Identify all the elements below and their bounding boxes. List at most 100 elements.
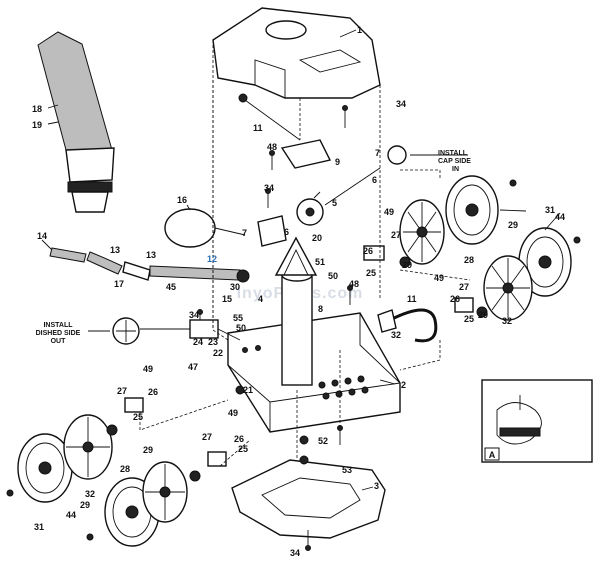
venturi-cone-part[interactable] [274, 236, 318, 276]
part-label: 6 [372, 175, 377, 185]
part-label: 18 [32, 104, 42, 114]
filter-bag-part[interactable] [37, 31, 115, 213]
part-label: 5 [332, 198, 337, 208]
part-label: 27 [117, 386, 127, 396]
part-label: 7 [375, 148, 380, 158]
part-label: 34 [290, 548, 300, 558]
part-label: 6 [284, 227, 289, 237]
part-label: 49 [434, 273, 444, 283]
part-label: 31 [545, 205, 555, 215]
bottom-skirt-part[interactable] [231, 459, 386, 539]
part-label: 24 [193, 337, 203, 347]
part-label: 11 [407, 294, 417, 304]
top-cover-part[interactable] [212, 7, 381, 99]
part-label: 29 [80, 500, 90, 510]
wheel-upper-right-1[interactable] [445, 175, 499, 245]
part-label: 26 [363, 246, 373, 256]
part-label: 27 [391, 230, 401, 240]
part-label: 11 [253, 123, 263, 133]
part-label: 52 [318, 436, 328, 446]
part-label: 48 [267, 142, 277, 152]
part-label: 3 [374, 481, 379, 491]
part-label: 25 [238, 444, 248, 454]
part-label: 31 [34, 522, 44, 532]
part-label: 27 [202, 432, 212, 442]
svg-text:IN: IN [452, 166, 459, 173]
part-label: 23 [208, 337, 218, 347]
part-label: 34 [396, 99, 406, 109]
part-label: 49 [384, 207, 394, 217]
part-label: 32 [85, 489, 95, 499]
part-label: 4 [258, 294, 263, 304]
part-label: 55 [233, 313, 243, 323]
part-label: 49 [143, 364, 153, 374]
part-label: 17 [114, 279, 124, 289]
wheel-lower-left-hub[interactable] [63, 414, 113, 480]
svg-text:INSTALL: INSTALL [43, 322, 73, 329]
part-label: 32 [391, 330, 401, 340]
wheel-lower-mid-hub[interactable] [142, 461, 188, 523]
float-part[interactable] [164, 208, 246, 248]
part-label: 29 [508, 220, 518, 230]
part-label: 14 [37, 231, 47, 241]
part-label: 50 [328, 271, 338, 281]
part-label: 19 [32, 120, 42, 130]
part-label: 25 [464, 314, 474, 324]
hose-tube-part[interactable] [377, 308, 438, 343]
part-label: 49 [228, 408, 238, 418]
wheel-upper-right-hub[interactable] [399, 199, 445, 265]
note-install-cap-side: INSTALL CAP SIDE IN [438, 150, 471, 173]
part-label: 2 [401, 380, 406, 390]
svg-text:CAP SIDE: CAP SIDE [438, 158, 471, 165]
part-label: 32 [502, 316, 512, 326]
part-label: 12 [207, 254, 217, 264]
wheel-mid-right-hub[interactable] [483, 255, 533, 321]
part-label: 25 [133, 412, 143, 422]
axle-bracket-parts[interactable] [106, 245, 488, 482]
part-label: 27 [459, 282, 469, 292]
part-label: 26 [450, 294, 460, 304]
part-label: 13 [146, 250, 156, 260]
inset-label: A [489, 450, 496, 460]
part-label: 44 [555, 212, 565, 222]
part-label: 48 [349, 279, 359, 289]
hose-assembly-part[interactable] [49, 247, 250, 283]
part-label: 50 [236, 323, 246, 333]
part-label: 34 [189, 310, 199, 320]
assembly-lines [139, 40, 471, 467]
dished-washer-part[interactable] [112, 317, 140, 345]
screws [6, 105, 581, 551]
chassis-holes [242, 345, 369, 400]
wheel-mid-right-1[interactable] [518, 227, 572, 297]
part-label: 29 [402, 260, 412, 270]
svg-text:DISHED SIDE: DISHED SIDE [36, 330, 81, 337]
part-label: 45 [166, 282, 176, 292]
part-label: 1 [357, 25, 362, 35]
part-label: 7 [242, 228, 247, 238]
part-label: 20 [312, 233, 322, 243]
part-number-labels: 1 2 3 4 5 6 6 7 7 8 9 11 11 12 13 13 14 … [32, 25, 565, 558]
gear-assembly-24[interactable] [140, 319, 241, 341]
part-label: 26 [148, 387, 158, 397]
part-label: 51 [315, 257, 325, 267]
part-label: 16 [177, 195, 187, 205]
part-label: 22 [213, 348, 223, 358]
part-label: 34 [264, 183, 274, 193]
part-label: 13 [110, 245, 120, 255]
svg-text:OUT: OUT [51, 338, 67, 345]
part-label: 29 [478, 310, 488, 320]
part-label: 28 [120, 464, 130, 474]
inset-panel-a: A [481, 379, 593, 463]
leader-lines [41, 29, 561, 491]
turbine-gear-part[interactable] [238, 93, 407, 247]
part-label: 53 [342, 465, 352, 475]
part-label: 28 [464, 255, 474, 265]
part-label: 21 [243, 385, 253, 395]
svg-text:INSTALL: INSTALL [438, 150, 468, 157]
part-label: 30 [230, 282, 240, 292]
part-label: 26 [234, 434, 244, 444]
part-label: 47 [188, 362, 198, 372]
part-label: 44 [66, 510, 76, 520]
part-label: 8 [318, 304, 323, 314]
